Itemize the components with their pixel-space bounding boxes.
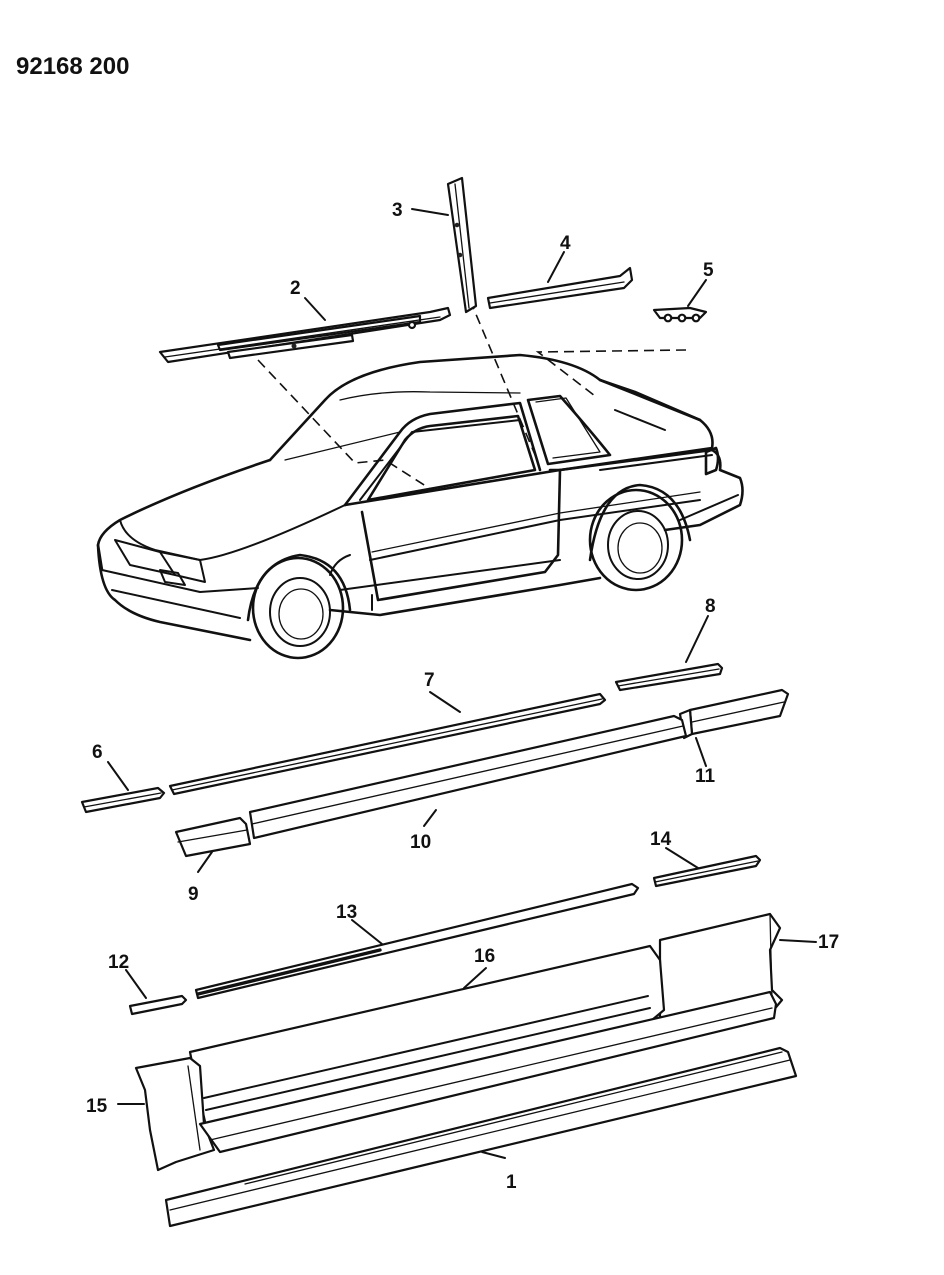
leader-lines <box>257 299 687 491</box>
part-5-bracket <box>652 306 708 323</box>
callout-8: 8 <box>705 596 716 617</box>
callout-14: 14 <box>650 829 672 850</box>
part-3-pillar <box>446 176 478 314</box>
callout-3: 3 <box>392 200 403 221</box>
callout-9: 9 <box>188 884 199 905</box>
callout-10: 10 <box>410 832 431 853</box>
car-illustration <box>96 353 744 660</box>
callout-1: 1 <box>506 1172 517 1193</box>
sill-panel <box>198 990 778 1154</box>
part-4-molding <box>486 266 634 310</box>
callout-13: 13 <box>336 902 357 923</box>
part-13-molding <box>194 882 640 1000</box>
part-14-molding <box>652 854 762 888</box>
part-1-rocker-molding <box>164 1046 798 1228</box>
part-11-molding <box>678 688 790 740</box>
part-8-molding <box>614 662 724 692</box>
part-2-roof-rail <box>158 306 452 364</box>
part-10-molding <box>248 714 688 840</box>
callout-2: 2 <box>290 278 301 299</box>
callout-labels: 1 2 3 4 5 6 7 8 9 10 11 12 13 14 15 16 1… <box>86 200 839 1193</box>
callout-17: 17 <box>818 932 839 953</box>
callout-4: 4 <box>560 233 571 254</box>
part-12-molding <box>128 994 188 1016</box>
part-7-molding <box>168 692 607 796</box>
part-15-panel <box>134 1056 216 1172</box>
callout-leaders <box>107 208 817 1159</box>
part-9-molding <box>174 816 252 858</box>
callout-12: 12 <box>108 952 129 973</box>
callout-7: 7 <box>424 670 435 691</box>
callout-6: 6 <box>92 742 103 763</box>
drawing-number: 92168 200 <box>16 53 129 80</box>
callout-16: 16 <box>474 946 495 967</box>
callout-11: 11 <box>695 766 716 787</box>
callout-15: 15 <box>86 1096 108 1117</box>
part-6-molding <box>80 786 166 814</box>
callout-5: 5 <box>703 260 714 281</box>
